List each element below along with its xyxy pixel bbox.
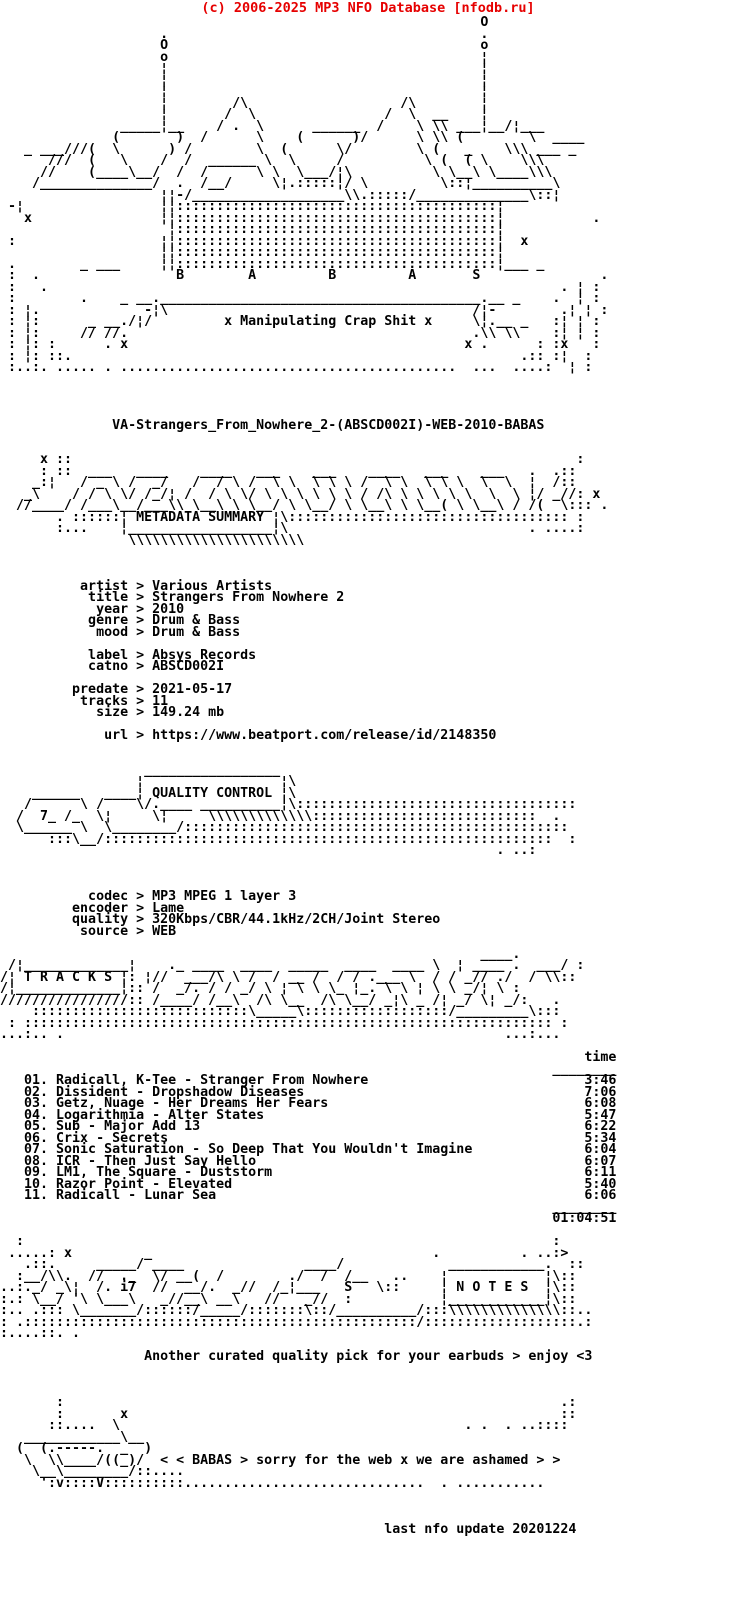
nfo-text: O . . O o o ¦: [0, 17, 736, 1547]
footer-logo-art: : .: : x :: ::.... \ . .: [16, 1395, 577, 1491]
metadata-summary-banner: x :: : : :: ___ ____ ____ ___ ___ ____ _…: [16, 452, 609, 548]
quality-control-banner: _________________ ¦ ¦\ ______ ____¦ QUAL…: [16, 762, 577, 858]
notes-line: Another curated quality pick for your ea…: [144, 1349, 593, 1364]
metadata-fields: artist > Various Artists title > Strange…: [72, 578, 497, 743]
quality-fields: codec > MP3 MPEG 1 layer 3 encoder > Lam…: [72, 889, 441, 939]
site-copyright-header: (c) 2006-2025 MP3 NFO Database [nfodb.ru…: [201, 0, 535, 16]
tracks-banner: ____. /¦_____________¦ ._ ____ ____ ____…: [0, 946, 585, 1042]
track-list: time ________ 01. Radicall, K-Tee - Stra…: [24, 1050, 617, 1226]
babas-logo-art: O . . O o o ¦: [8, 15, 609, 375]
notes-banner: : : .....: x _ . . ..:> .::. _____/ ____…: [0, 1234, 593, 1341]
last-update-line: last nfo update 20201224: [384, 1521, 577, 1537]
release-name: VA-Strangers_From_Nowhere_2-(ABSCD002I)-…: [112, 417, 545, 433]
